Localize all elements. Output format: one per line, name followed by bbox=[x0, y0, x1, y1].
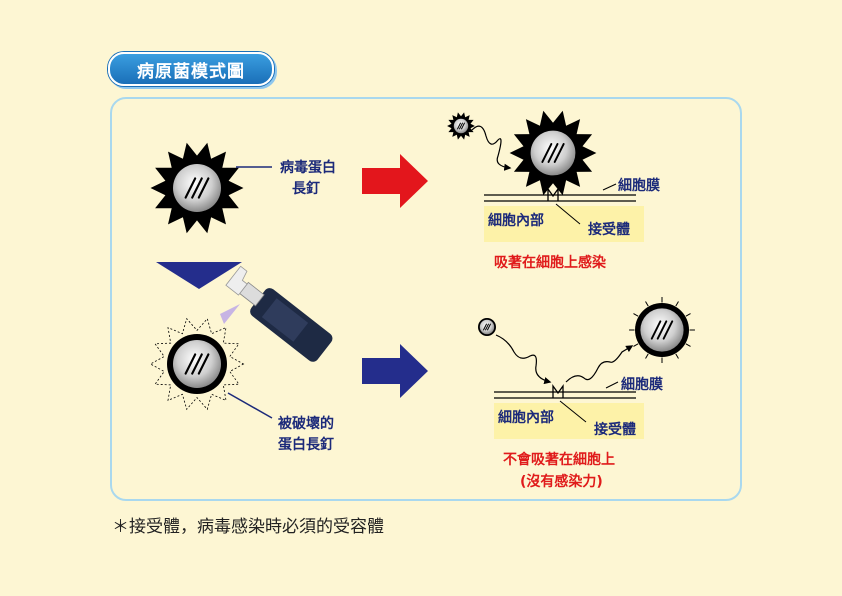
virus-attached-icon bbox=[509, 110, 597, 196]
spike-label-line1: 病毒蛋白 bbox=[280, 159, 336, 176]
membrane-label-top: 細胞膜 bbox=[618, 177, 660, 194]
receptor-label-top: 接受體 bbox=[588, 221, 630, 238]
approach-path-2 bbox=[495, 334, 552, 385]
receptor-leader-bottom bbox=[559, 400, 587, 423]
membrane-leader bbox=[602, 183, 617, 191]
inside-label-top: 細胞內部 bbox=[488, 212, 544, 229]
no-infect-arrow bbox=[362, 344, 428, 398]
spray-bottle-icon bbox=[220, 265, 333, 362]
inside-label-bottom: 細胞內部 bbox=[498, 409, 554, 426]
spike-label-line2: 長釘 bbox=[292, 180, 320, 197]
diagram-title: 病原菌模式圖 bbox=[108, 52, 274, 86]
virus-small-destroyed-icon bbox=[478, 318, 496, 336]
destroyed-leader-line bbox=[227, 392, 273, 419]
receptor-icon-2 bbox=[552, 383, 564, 398]
receptor-leader-top bbox=[555, 203, 581, 225]
approach-path bbox=[471, 125, 512, 171]
cell-inside-area-2 bbox=[494, 403, 644, 439]
infect-arrow bbox=[362, 154, 428, 208]
virus-bounced-icon bbox=[629, 297, 695, 363]
cell-inside-area bbox=[484, 206, 644, 242]
destroyed-label-line1: 被破壞的 bbox=[278, 415, 334, 432]
destroyed-label-line2: 蛋白長釘 bbox=[278, 436, 334, 453]
virus-spiked-icon bbox=[150, 142, 244, 234]
result-no-infect-line2: (沒有感染力) bbox=[520, 473, 603, 490]
virus-destroyed-icon bbox=[149, 317, 245, 411]
membrane-label-bottom: 細胞膜 bbox=[621, 376, 663, 393]
result-no-infect-line1: 不會吸著在細胞上 bbox=[503, 451, 615, 468]
membrane-leader-2 bbox=[605, 381, 619, 389]
down-arrow bbox=[156, 262, 242, 289]
virus-small-icon bbox=[447, 112, 475, 140]
bounce-path bbox=[565, 345, 634, 383]
result-infect: 吸著在細胞上感染 bbox=[494, 254, 607, 271]
receptor-icon bbox=[547, 186, 559, 201]
footnote: ＊接受體，病毒感染時必須的受容體 bbox=[112, 517, 384, 537]
receptor-label-bottom: 接受體 bbox=[594, 421, 636, 438]
